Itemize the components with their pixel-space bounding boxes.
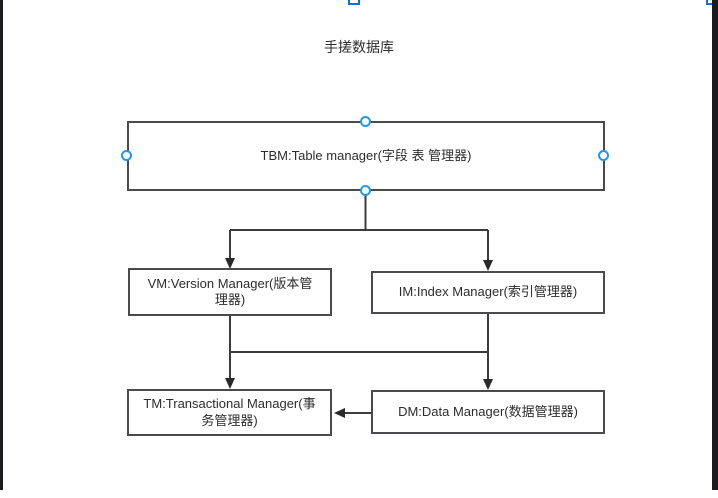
edge-tbm-split[interactable]: [229, 191, 489, 261]
node-tbm[interactable]: TBM:Table manager(字段 表 管理器): [127, 121, 605, 191]
node-tbm-label: TBM:Table manager(字段 表 管理器): [260, 147, 472, 163]
arrowhead-vm-to-tm: [225, 378, 235, 389]
diagram-title[interactable]: 手搓数据库: [324, 39, 394, 55]
selection-handle-tbm-right[interactable]: [598, 150, 609, 161]
selection-handle-square-top[interactable]: [348, 0, 360, 5]
arrowhead-dm-to-tm: [334, 408, 345, 418]
arrowhead-tbm-to-vm: [225, 258, 235, 269]
node-tm-label: TM:Transactional Manager(事务管理器): [143, 396, 316, 428]
node-im[interactable]: IM:Index Manager(索引管理器): [371, 271, 605, 314]
window-right-edge: [712, 0, 718, 490]
arrowhead-im-to-dm: [483, 379, 493, 390]
selection-handle-tbm-left[interactable]: [121, 150, 132, 161]
node-vm[interactable]: VM:Version Manager(版本管理器): [128, 268, 332, 316]
selection-handle-tbm-top[interactable]: [360, 116, 371, 127]
node-tm[interactable]: TM:Transactional Manager(事务管理器): [127, 389, 332, 436]
selection-handle-tbm-bottom[interactable]: [360, 185, 371, 196]
node-im-label: IM:Index Manager(索引管理器): [398, 284, 578, 300]
node-dm[interactable]: DM:Data Manager(数据管理器): [371, 390, 605, 434]
node-vm-label: VM:Version Manager(版本管理器): [147, 275, 313, 307]
node-dm-label: DM:Data Manager(数据管理器): [398, 403, 578, 419]
arrowhead-tbm-to-im: [483, 260, 493, 271]
window-left-edge: [0, 0, 3, 490]
